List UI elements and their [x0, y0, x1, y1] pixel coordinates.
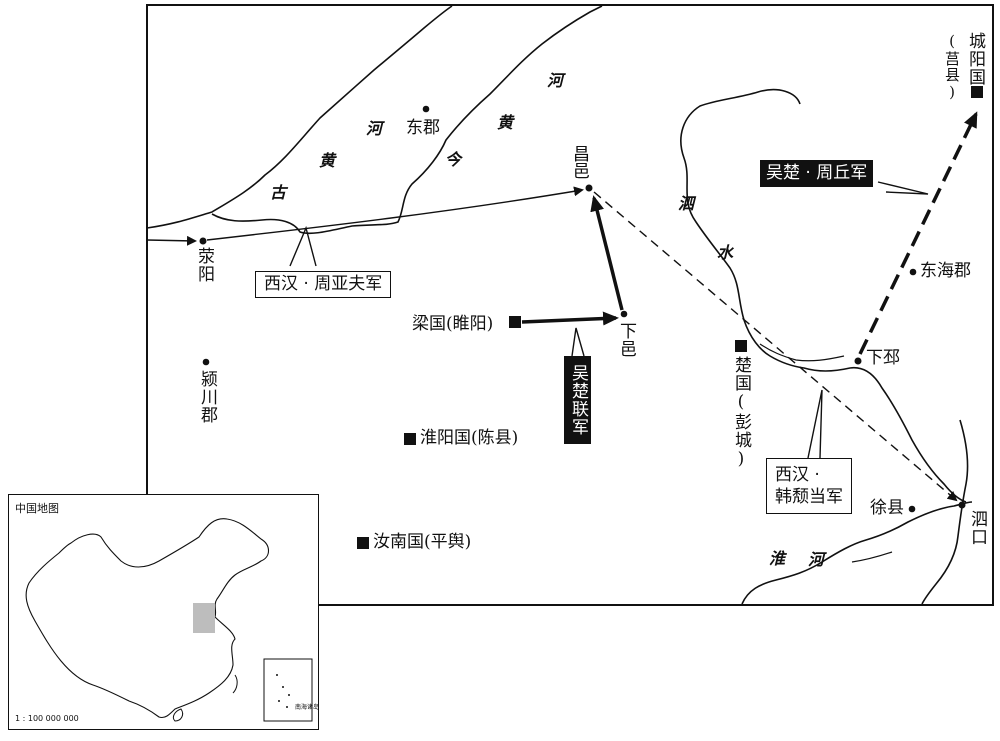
river-label-gu: 古	[270, 183, 287, 202]
inset-china-map: 中国地图 南海诸岛 1 : 100 000 000	[8, 494, 319, 730]
city-sikou: 泗口	[967, 510, 987, 546]
army-label-zhou-yafu: 西汉 · 周亚夫军	[255, 271, 392, 298]
city-xingyang: 荥阳	[194, 247, 214, 283]
city-runan: 汝南国(平舆)	[373, 532, 472, 552]
huai-river	[741, 501, 973, 605]
south-sea-label: 南海诸岛	[295, 703, 318, 711]
river-label-jin: 今	[445, 150, 462, 169]
city-xiayi: 下邑	[616, 322, 636, 358]
river-label-he-right: 河	[547, 71, 564, 90]
route-wu-chu	[521, 311, 619, 326]
city-xuxian: 徐县	[870, 498, 904, 518]
map-frame	[146, 4, 994, 606]
si-river	[680, 88, 967, 503]
city-dongjun: 东郡	[406, 118, 440, 138]
army-label-han-tuidang: 西汉 · 韩颓当军	[766, 458, 852, 515]
route-han-tuidang	[593, 191, 958, 502]
river-label-huang-left: 黄	[319, 151, 336, 170]
inset-scale: 1 : 100 000 000	[15, 714, 79, 723]
city-juxian: (莒县)	[943, 32, 961, 102]
army-label-wu-chu: 吴楚联军	[564, 356, 591, 444]
river-label-he-left: 河	[366, 119, 383, 138]
south-sea-inset	[263, 658, 313, 722]
river-label-si: 泗	[678, 194, 695, 213]
city-yingchuan: 颍川郡	[197, 370, 217, 424]
city-chengyang: 城阳国	[965, 32, 985, 86]
city-chuguo: 楚国(彭城)	[731, 356, 751, 470]
city-xiapi: 下邳	[866, 348, 900, 368]
inset-title: 中国地图	[15, 502, 59, 515]
highlight-region	[193, 603, 215, 633]
army-label-zhou-qiu: 吴楚 · 周丘军	[760, 160, 874, 187]
river-label-shui: 水	[717, 243, 734, 262]
ancient-yellow-river	[146, 5, 453, 229]
route-zhou-qiu	[858, 111, 978, 355]
city-donghai: 东海郡	[920, 261, 971, 281]
river-label-huang-right: 黄	[497, 113, 514, 132]
city-huaiyang: 淮阳国(陈县)	[420, 428, 519, 448]
china-outline: 南海诸岛	[25, 518, 318, 722]
river-label-huai: 淮	[769, 549, 786, 568]
army-label-han-tuidang-line1: 西汉 ·	[775, 465, 820, 485]
city-liangguo: 梁国(睢阳)	[412, 314, 494, 334]
city-changyi: 昌邑	[573, 145, 590, 182]
route-zhou-yafu	[146, 235, 197, 246]
river-label-he-huai: 河	[808, 550, 825, 569]
army-label-han-tuidang-line2: 韩颓当军	[775, 487, 843, 508]
